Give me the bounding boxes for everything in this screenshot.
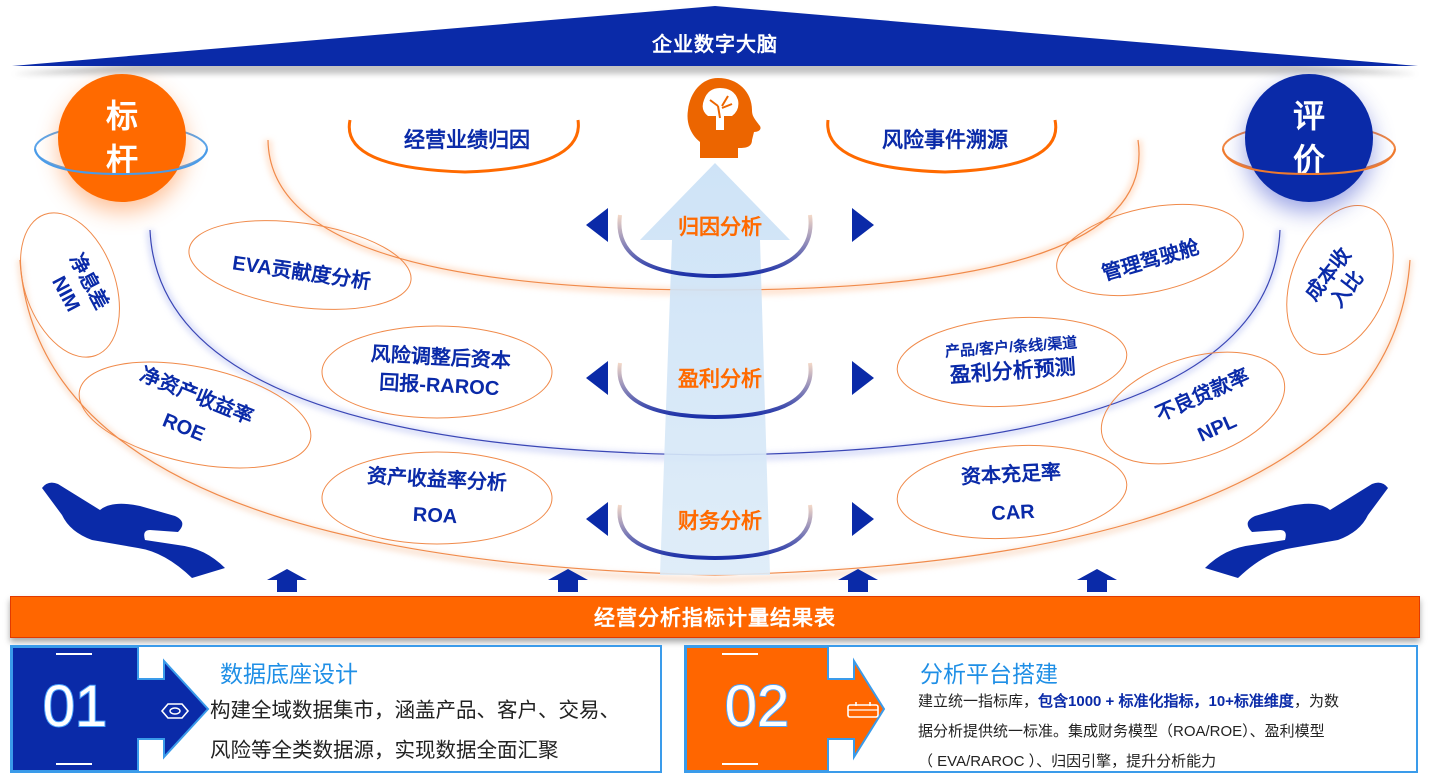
evaluation-char-1: 评 [1292, 98, 1325, 134]
benchmark-char-1: 标 [105, 98, 138, 134]
hexagon-eye-icon [160, 703, 190, 719]
card2-desc-line1: 建立统一指标库，包含1000 + 标准化指标，10+标准维度，为数 [918, 687, 1339, 717]
card1-desc-line2: 风险等全类数据源，实现数据全面汇聚 [210, 739, 559, 762]
card1-top-line [56, 653, 92, 655]
up-arrows [267, 569, 1117, 592]
benchmark-badge: 标 杆 [58, 74, 186, 202]
card1-title: 数据底座设计 [220, 661, 358, 687]
card-analysis-platform: 02 分析平台搭建 建立统一指标库，包含1000 + 标准化指标，10+标准维度… [684, 645, 1418, 773]
business-performance-attribution: 经营业绩归因 [404, 129, 530, 152]
right-hand-icon [1205, 482, 1388, 578]
card2-title: 分析平台搭建 [920, 661, 1058, 687]
roof-triangle [12, 6, 1418, 74]
results-table-banner: 经营分析指标计量结果表 [10, 596, 1420, 638]
evaluation-badge: 评 价 [1245, 74, 1373, 202]
financial-analysis-label: 财务分析 [678, 510, 762, 533]
card2-arrow-shape [686, 647, 886, 771]
roa-item: 资产收益率分析 ROA [334, 457, 537, 539]
evaluation-char-2: 价 [1292, 142, 1325, 178]
card1-desc-line1: 构建全域数据集市，涵盖产品、客户、交易、 [210, 699, 620, 722]
card2-top-line [722, 653, 758, 655]
page-title: 企业数字大脑 [652, 34, 778, 56]
raroc-item: 风险调整后资本 回报-RAROC [339, 339, 542, 405]
card2-desc-l1c: ，为数 [1293, 693, 1339, 710]
card2-bottom-line [722, 763, 758, 765]
attribution-analysis-label: 归因分析 [678, 216, 762, 239]
left-hand-icon [42, 482, 225, 578]
center-rings [617, 214, 813, 561]
card2-desc-l1a: 建立统一指标库， [918, 693, 1039, 710]
card2-number: 02 [724, 673, 791, 740]
car-item: 资本充足率 CAR [910, 451, 1114, 537]
card1-number: 01 [42, 673, 109, 740]
card2-desc-line2: 据分析提供统一标准。集成财务模型（ROA/ROE）、盈利模型 [918, 723, 1325, 740]
risk-event-tracing: 风险事件溯源 [882, 129, 1008, 152]
direction-arrows [586, 208, 874, 536]
card-data-foundation: 01 数据底座设计 构建全域数据集市，涵盖产品、客户、交易、 风险等全类数据源，… [10, 645, 662, 773]
brain-head-icon [687, 78, 761, 158]
card2-desc-line3: （ EVA/RAROC ）、归因引擎，提升分析能力 [918, 753, 1217, 770]
card1-description: 构建全域数据集市，涵盖产品、客户、交易、 风险等全类数据源，实现数据全面汇聚 [210, 691, 620, 771]
profit-analysis-label: 盈利分析 [678, 368, 762, 391]
toolbox-icon [847, 702, 879, 718]
benchmark-char-2: 杆 [105, 142, 138, 178]
card2-description: 建立统一指标库，包含1000 + 标准化指标，10+标准维度，为数 据分析提供统… [918, 687, 1339, 777]
card1-arrow-shape [12, 647, 210, 771]
card2-desc-highlight: 包含1000 + 标准化指标，10+标准维度 [1038, 693, 1294, 710]
card1-bottom-line [56, 763, 92, 765]
